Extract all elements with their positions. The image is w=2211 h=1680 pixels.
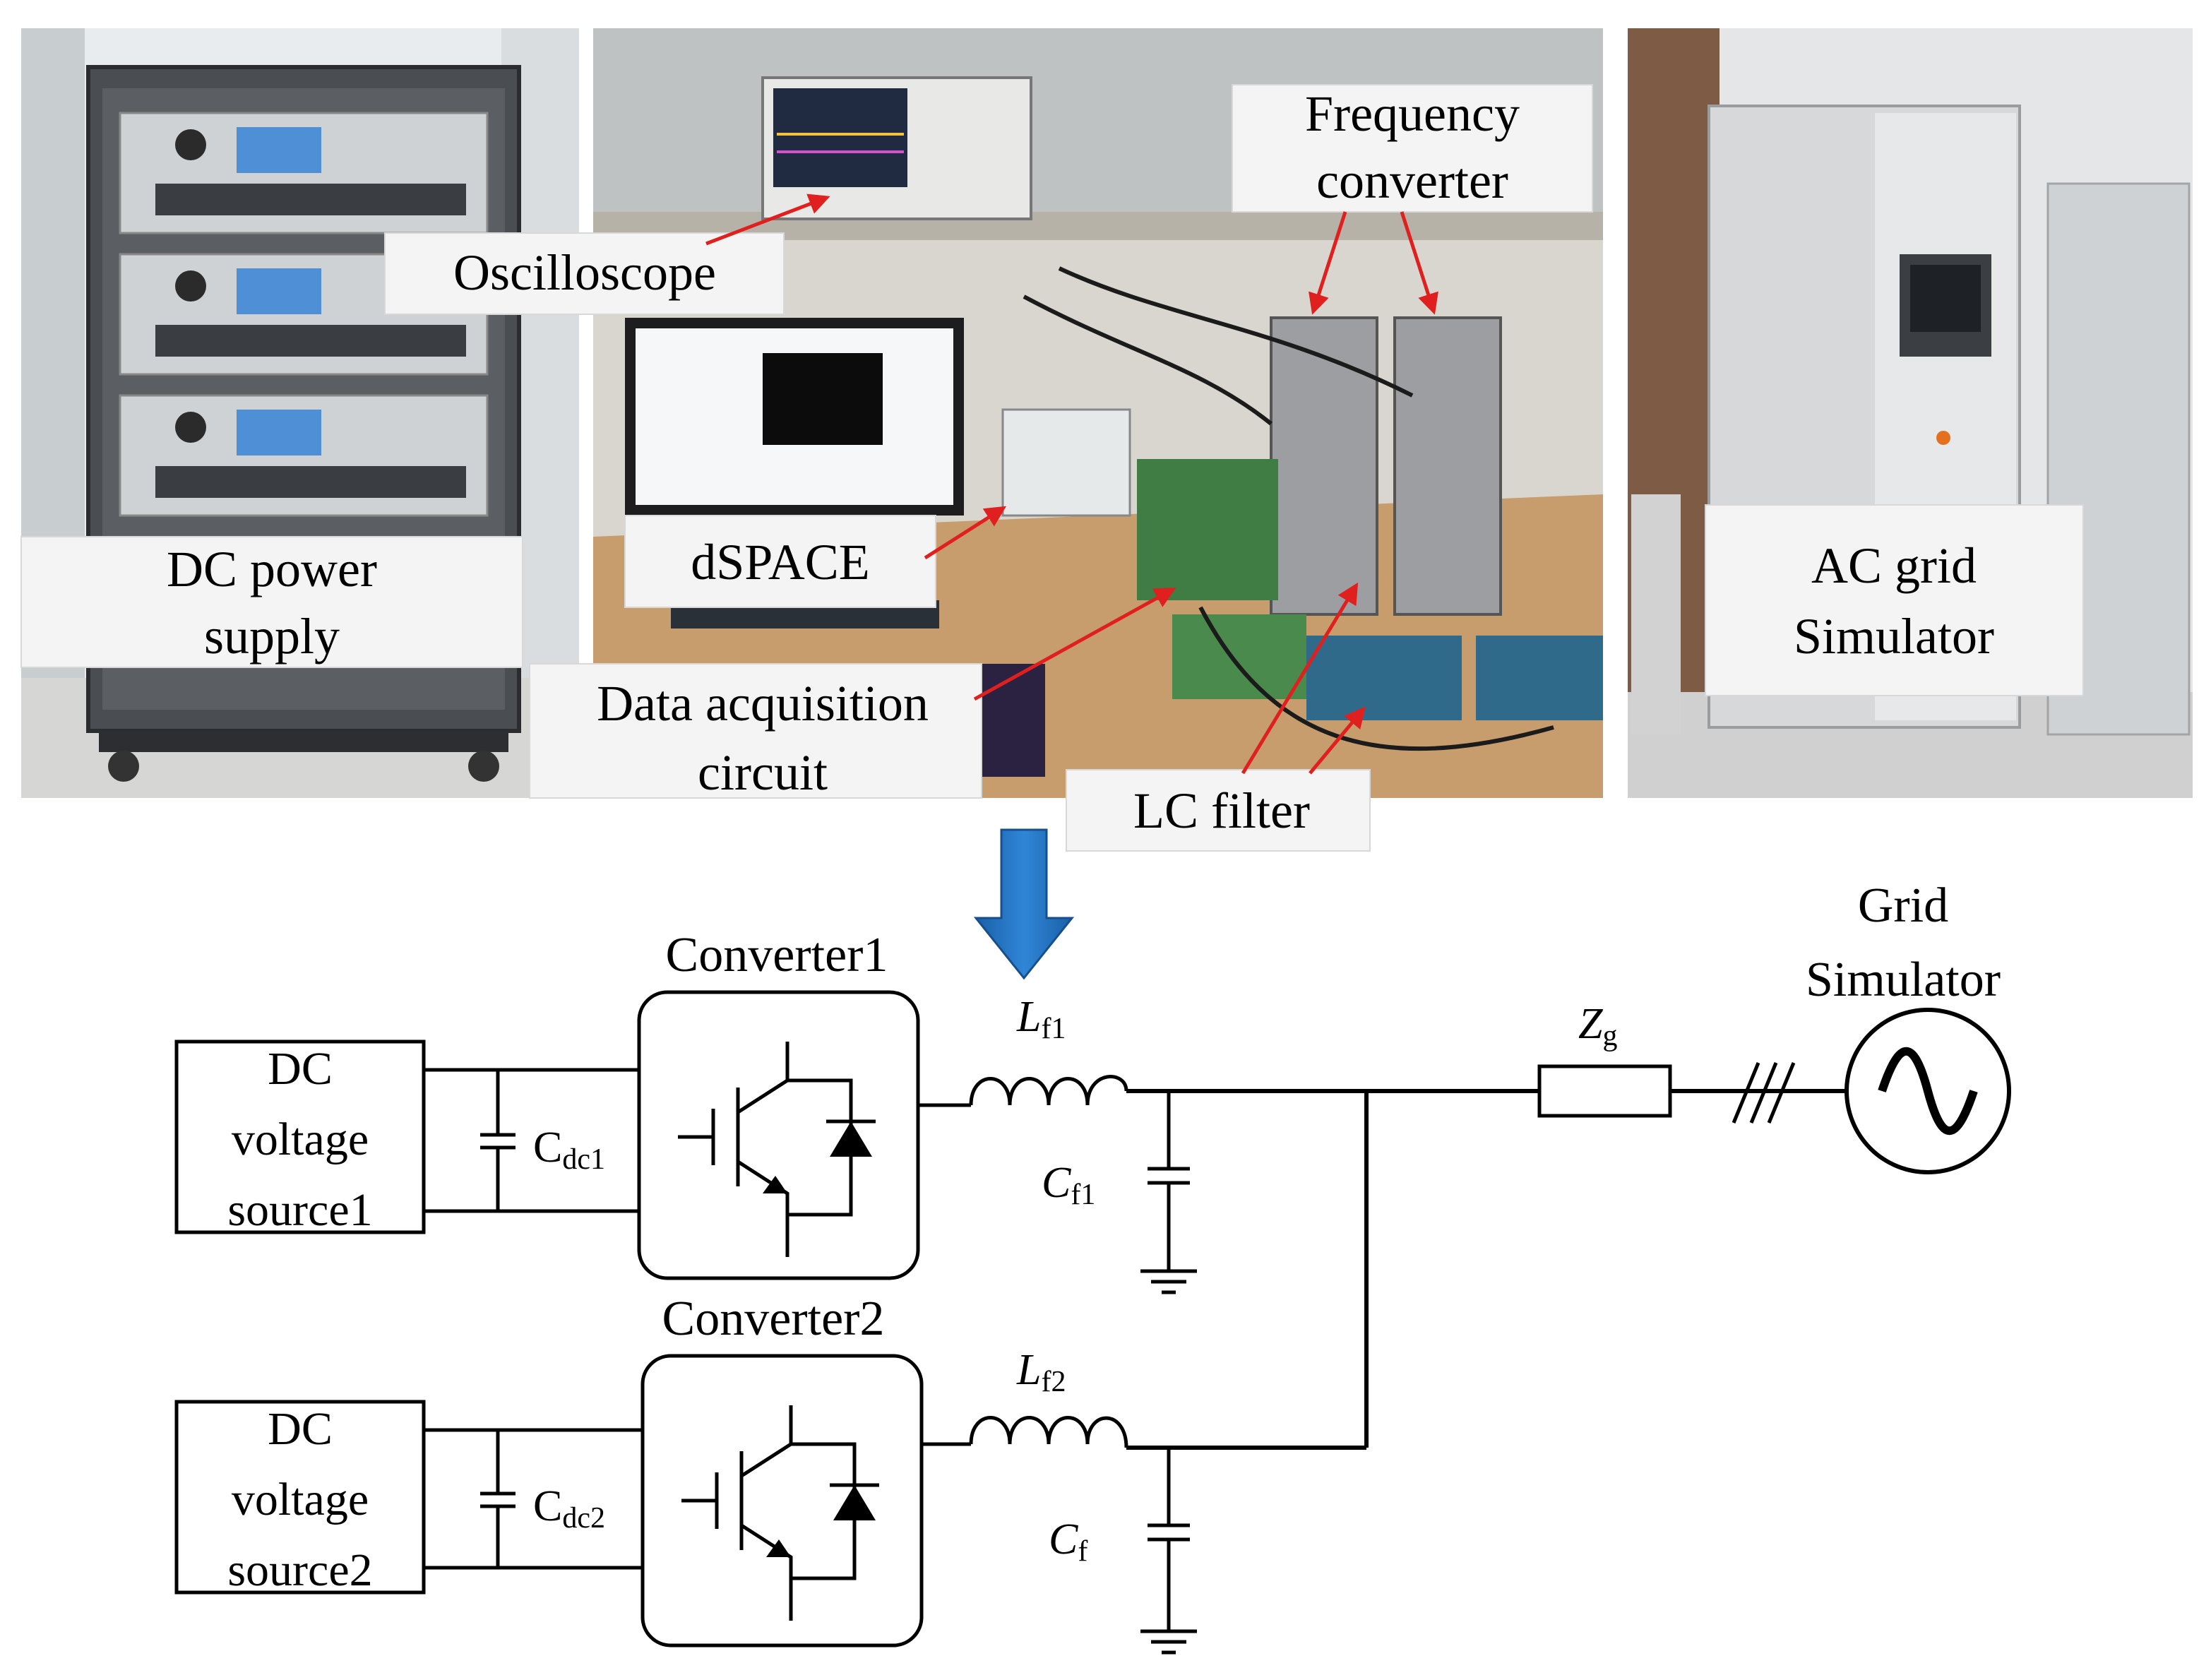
inductor-lf1-icon	[969, 1075, 1128, 1106]
converter-1-label: Converter1	[666, 928, 888, 982]
converter-1-box	[637, 990, 920, 1280]
photo-ac-grid-simulator: AC grid Simulator	[1628, 28, 2193, 798]
lf1-label: Lf1	[1016, 993, 1066, 1045]
dc-voltage-source-2-line1: DC	[268, 1403, 333, 1455]
dspace-pointer-arrow	[924, 506, 1007, 560]
frequency-converter-label-line1: Frequency	[1305, 85, 1520, 142]
lc-filter-label: LC filter	[1133, 782, 1310, 839]
cf1-label: Cf1	[1042, 1159, 1095, 1211]
dspace-label-box	[624, 515, 936, 608]
capacitor-cdc2	[480, 1430, 515, 1568]
data-acquisition-label-line1: Data acquisition	[597, 675, 929, 732]
dc-power-supply-label-box	[20, 536, 523, 668]
lc-filter-pointer-arrow-2	[1309, 706, 1366, 775]
cdc1-label: Cdc1	[533, 1124, 605, 1176]
ac-grid-simulator-label-box	[1705, 504, 2084, 696]
cf-label: Cf	[1049, 1515, 1087, 1568]
data-acquisition-label-line2: circuit	[698, 744, 828, 801]
grid-simulator-label-line1: Grid	[1858, 878, 1948, 933]
oscilloscope-pointer-arrow	[705, 193, 830, 246]
photo-dc-power-supply: DC power supply	[20, 28, 579, 798]
photo-lab-bench: Oscilloscope dSPACE Frequency converter …	[384, 28, 1603, 852]
data-acquisition-pointer-arrow	[973, 588, 1176, 701]
dc-voltage-source-2-box	[174, 1400, 426, 1595]
capacitor-cf	[1140, 1448, 1197, 1655]
lc-filter-pointer-arrow-1	[1241, 582, 1359, 775]
frequency-converter-label-line2: converter	[1316, 153, 1508, 209]
impedance-zg-box	[1537, 1064, 1672, 1118]
zg-label: Zg	[1578, 1000, 1617, 1052]
oscilloscope-label: Oscilloscope	[453, 244, 716, 301]
igbt-1-icon	[678, 1042, 876, 1257]
ac-grid-simulator-label-line1: AC grid	[1811, 537, 1977, 594]
sine-wave-icon	[1878, 1047, 1978, 1136]
flow-down-arrow-icon	[973, 828, 1075, 980]
inductor-lf2-icon	[969, 1416, 1128, 1448]
dc-voltage-source-1-line1: DC	[268, 1043, 333, 1095]
circuit-diagram: DC voltage source1 Cdc1 Converter1	[174, 878, 2011, 1655]
dc-power-supply-label-line1: DC power	[167, 541, 377, 597]
dspace-label: dSPACE	[691, 534, 869, 590]
lf2-label: Lf2	[1016, 1346, 1066, 1398]
three-phase-slash-icon	[1732, 1062, 1796, 1124]
frequency-converter-pointer-arrow-1	[1309, 211, 1347, 315]
dc-voltage-source-1-line3: source1	[227, 1184, 372, 1236]
dc-voltage-source-1-line2: voltage	[232, 1114, 369, 1165]
igbt-2-icon	[681, 1405, 879, 1621]
frequency-converter-label-box	[1232, 84, 1593, 213]
converter-2-box	[640, 1354, 924, 1648]
oscilloscope-label-box	[384, 232, 785, 315]
ac-source-icon	[1845, 1008, 2011, 1174]
dc-voltage-source-2-line3: source2	[227, 1544, 372, 1596]
capacitor-cdc1	[480, 1070, 515, 1211]
lc-filter-label-box	[1066, 769, 1371, 852]
ac-grid-simulator-label-line2: Simulator	[1794, 608, 1994, 665]
frequency-converter-pointer-arrow-2	[1400, 211, 1438, 315]
grid-simulator-label-line2: Simulator	[1806, 953, 2001, 1007]
cdc2-label: Cdc2	[533, 1482, 605, 1535]
data-acquisition-label-box	[529, 663, 982, 799]
dc-power-supply-label-line2: supply	[204, 608, 340, 665]
dc-voltage-source-2-line2: voltage	[232, 1474, 369, 1525]
dc-voltage-source-1-box	[174, 1039, 426, 1234]
converter-2-label: Converter2	[662, 1292, 885, 1346]
capacitor-cf1	[1140, 1091, 1197, 1294]
